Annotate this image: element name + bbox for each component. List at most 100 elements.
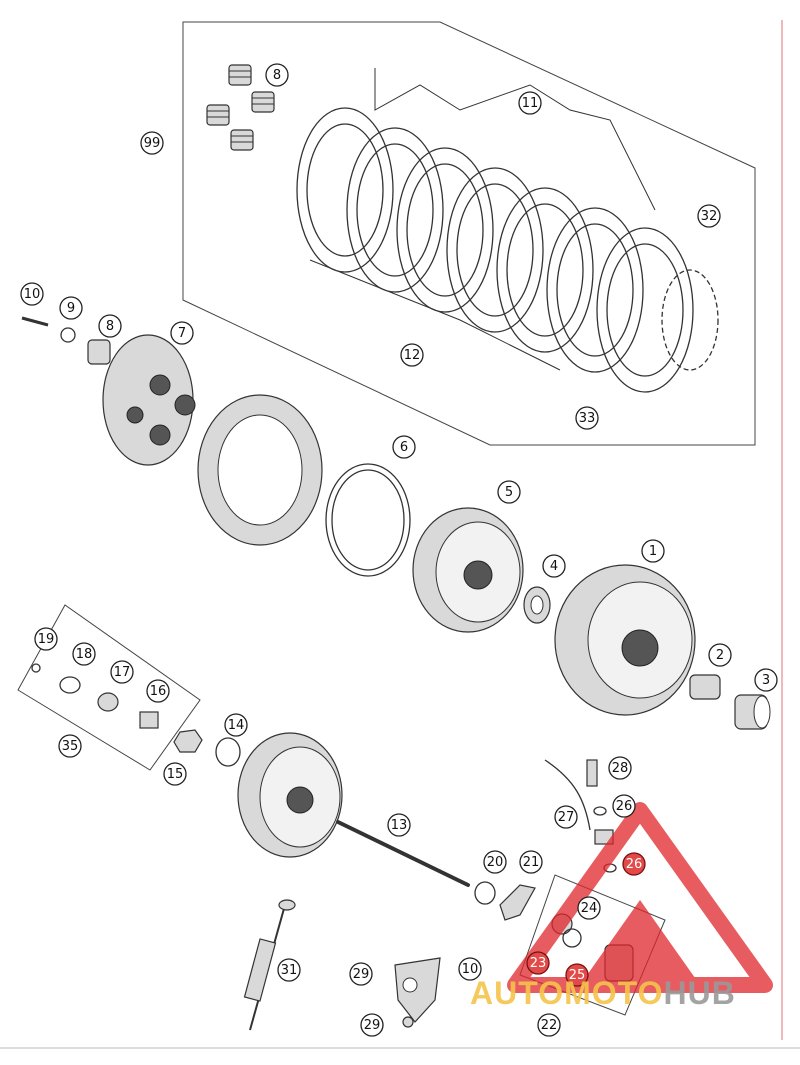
callout-number: 20 — [487, 855, 504, 870]
callout-number: 33 — [579, 411, 596, 426]
callout-p8a: 8 — [265, 63, 289, 87]
cover-plate — [394, 957, 441, 1028]
callout-p28: 28 — [608, 756, 632, 780]
watermark-part-a: AUTOMOTO — [470, 975, 664, 1011]
callout-number: 8 — [273, 68, 281, 83]
callout-circle — [608, 756, 632, 780]
callout-number: 12 — [404, 348, 421, 363]
callout-p2: 2 — [708, 643, 732, 667]
hub-nut — [173, 729, 203, 753]
clutch-plate-stack — [296, 107, 719, 393]
callout-number: 17 — [114, 665, 131, 680]
callout-circle — [697, 204, 721, 228]
callout-p5: 5 — [497, 480, 521, 504]
callout-number: 2 — [716, 648, 724, 663]
callout-p20: 20 — [483, 850, 507, 874]
bushing — [734, 694, 771, 730]
clutch-hose — [544, 759, 591, 831]
callout-circle — [277, 958, 301, 982]
callout-circle — [140, 131, 164, 155]
callout-p26b: 26 — [622, 852, 646, 876]
callout-p18: 18 — [72, 642, 96, 666]
callout-number: 29 — [353, 967, 370, 982]
callout-p25: 25 — [565, 963, 589, 987]
push-rod — [336, 820, 470, 887]
callout-circle — [34, 627, 58, 651]
callout-p4: 4 — [542, 554, 566, 578]
callout-circle — [20, 282, 44, 306]
pressure-plate — [102, 334, 196, 466]
callout-number: 15 — [167, 767, 184, 782]
callout-number: 23 — [530, 956, 547, 971]
callout-number: 26 — [626, 857, 643, 872]
callout-number: 11 — [522, 96, 539, 111]
callout-number: 35 — [62, 739, 79, 754]
callout-circle — [224, 713, 248, 737]
callout-circle — [497, 480, 521, 504]
lock-washer — [215, 737, 241, 767]
wire-ring — [325, 463, 411, 577]
watermark-part-b: HUB — [663, 975, 736, 1011]
nut-kit-parts — [31, 663, 159, 729]
callout-number: 16 — [150, 684, 167, 699]
callout-p27: 27 — [554, 805, 578, 829]
callout-circle — [622, 852, 646, 876]
callout-number: 21 — [523, 855, 540, 870]
callout-p15: 15 — [163, 762, 187, 786]
callout-number: 29 — [364, 1018, 381, 1033]
callout-number: 8 — [106, 319, 114, 334]
callout-p14: 14 — [224, 713, 248, 737]
watermark-text: AUTOMOTOHUB — [470, 975, 736, 1012]
callout-circle — [58, 734, 82, 758]
banjo-bolt — [586, 759, 598, 787]
callout-number: 1 — [649, 544, 657, 559]
callout-circle — [265, 63, 289, 87]
callout-circle — [483, 850, 507, 874]
callout-circle — [537, 1013, 561, 1037]
callout-p26a: 26 — [612, 794, 636, 818]
callout-circle — [526, 951, 550, 975]
clutch-springs — [206, 64, 275, 151]
callout-number: 13 — [391, 818, 408, 833]
callout-circle — [577, 896, 601, 920]
callout-number: 27 — [558, 810, 575, 825]
callout-p17: 17 — [110, 660, 134, 684]
callout-circle — [98, 314, 122, 338]
callout-circle — [146, 679, 170, 703]
callout-p19: 19 — [34, 627, 58, 651]
callout-p6: 6 — [392, 435, 416, 459]
callout-circle — [519, 850, 543, 874]
callout-circle — [349, 962, 373, 986]
callout-number: 22 — [541, 1018, 558, 1033]
callout-p8b: 8 — [98, 314, 122, 338]
callout-circle — [641, 539, 665, 563]
clutch-basket — [554, 564, 696, 716]
callout-circle — [565, 963, 589, 987]
callout-number: 32 — [701, 209, 718, 224]
callout-number: 19 — [38, 632, 55, 647]
callout-number: 3 — [762, 673, 770, 688]
needle-bearing — [689, 674, 721, 700]
callout-p24: 24 — [577, 896, 601, 920]
callout-circle — [163, 762, 187, 786]
callout-p10b: 10 — [458, 957, 482, 981]
callout-circle — [387, 813, 411, 837]
callout-number: 18 — [76, 647, 93, 662]
callout-circle — [110, 660, 134, 684]
callout-number: 6 — [400, 440, 408, 455]
callout-circle — [554, 805, 578, 829]
callout-p16: 16 — [146, 679, 170, 703]
callout-p1: 1 — [641, 539, 665, 563]
callout-p3: 3 — [754, 668, 778, 692]
callout-p9: 9 — [59, 296, 83, 320]
callout-number: 7 — [178, 326, 186, 341]
callout-p11: 11 — [518, 91, 542, 115]
callout-number: 5 — [505, 485, 513, 500]
callout-circle — [360, 1013, 384, 1037]
callout-p23: 23 — [526, 951, 550, 975]
callout-p7: 7 — [170, 321, 194, 345]
callout-p35: 35 — [58, 734, 82, 758]
